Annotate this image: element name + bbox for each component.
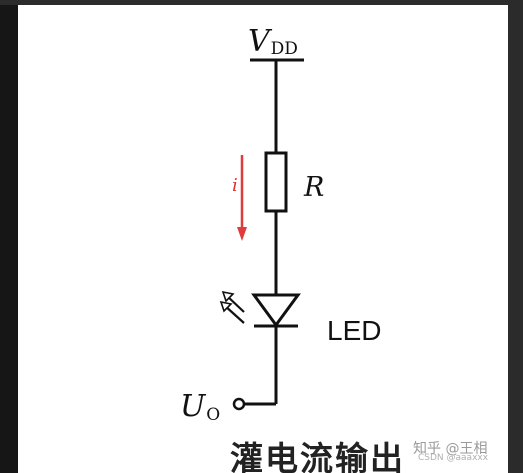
viewer-left-frame (0, 0, 18, 473)
csdn-watermark: CSDN @aaaxxx (418, 453, 489, 463)
current-label: i (232, 175, 238, 196)
circuit-diagram (219, 58, 304, 411)
resistor-label: R (304, 172, 325, 203)
resistor-symbol (264, 151, 288, 213)
viewer-right-frame (508, 0, 523, 473)
output-subscript: O (206, 405, 221, 425)
figure-caption: 灌电流输出 (230, 439, 405, 473)
led-triangle (251, 293, 301, 328)
current-arrow (237, 155, 247, 241)
led-label: LED (327, 315, 382, 346)
output-terminal (232, 397, 246, 411)
viewer-top-frame (0, 0, 523, 5)
vdd-label: VDD (248, 24, 298, 59)
document-page: VDD i R LED UO 灌电流输出 知乎 @王相 CSDN @aaaxxx (18, 5, 508, 473)
vdd-subscript: DD (270, 39, 298, 59)
light-emission-arrows (219, 290, 245, 324)
zhihu-watermark: 知乎 @王相 (413, 441, 488, 457)
output-label: UO (180, 389, 221, 425)
